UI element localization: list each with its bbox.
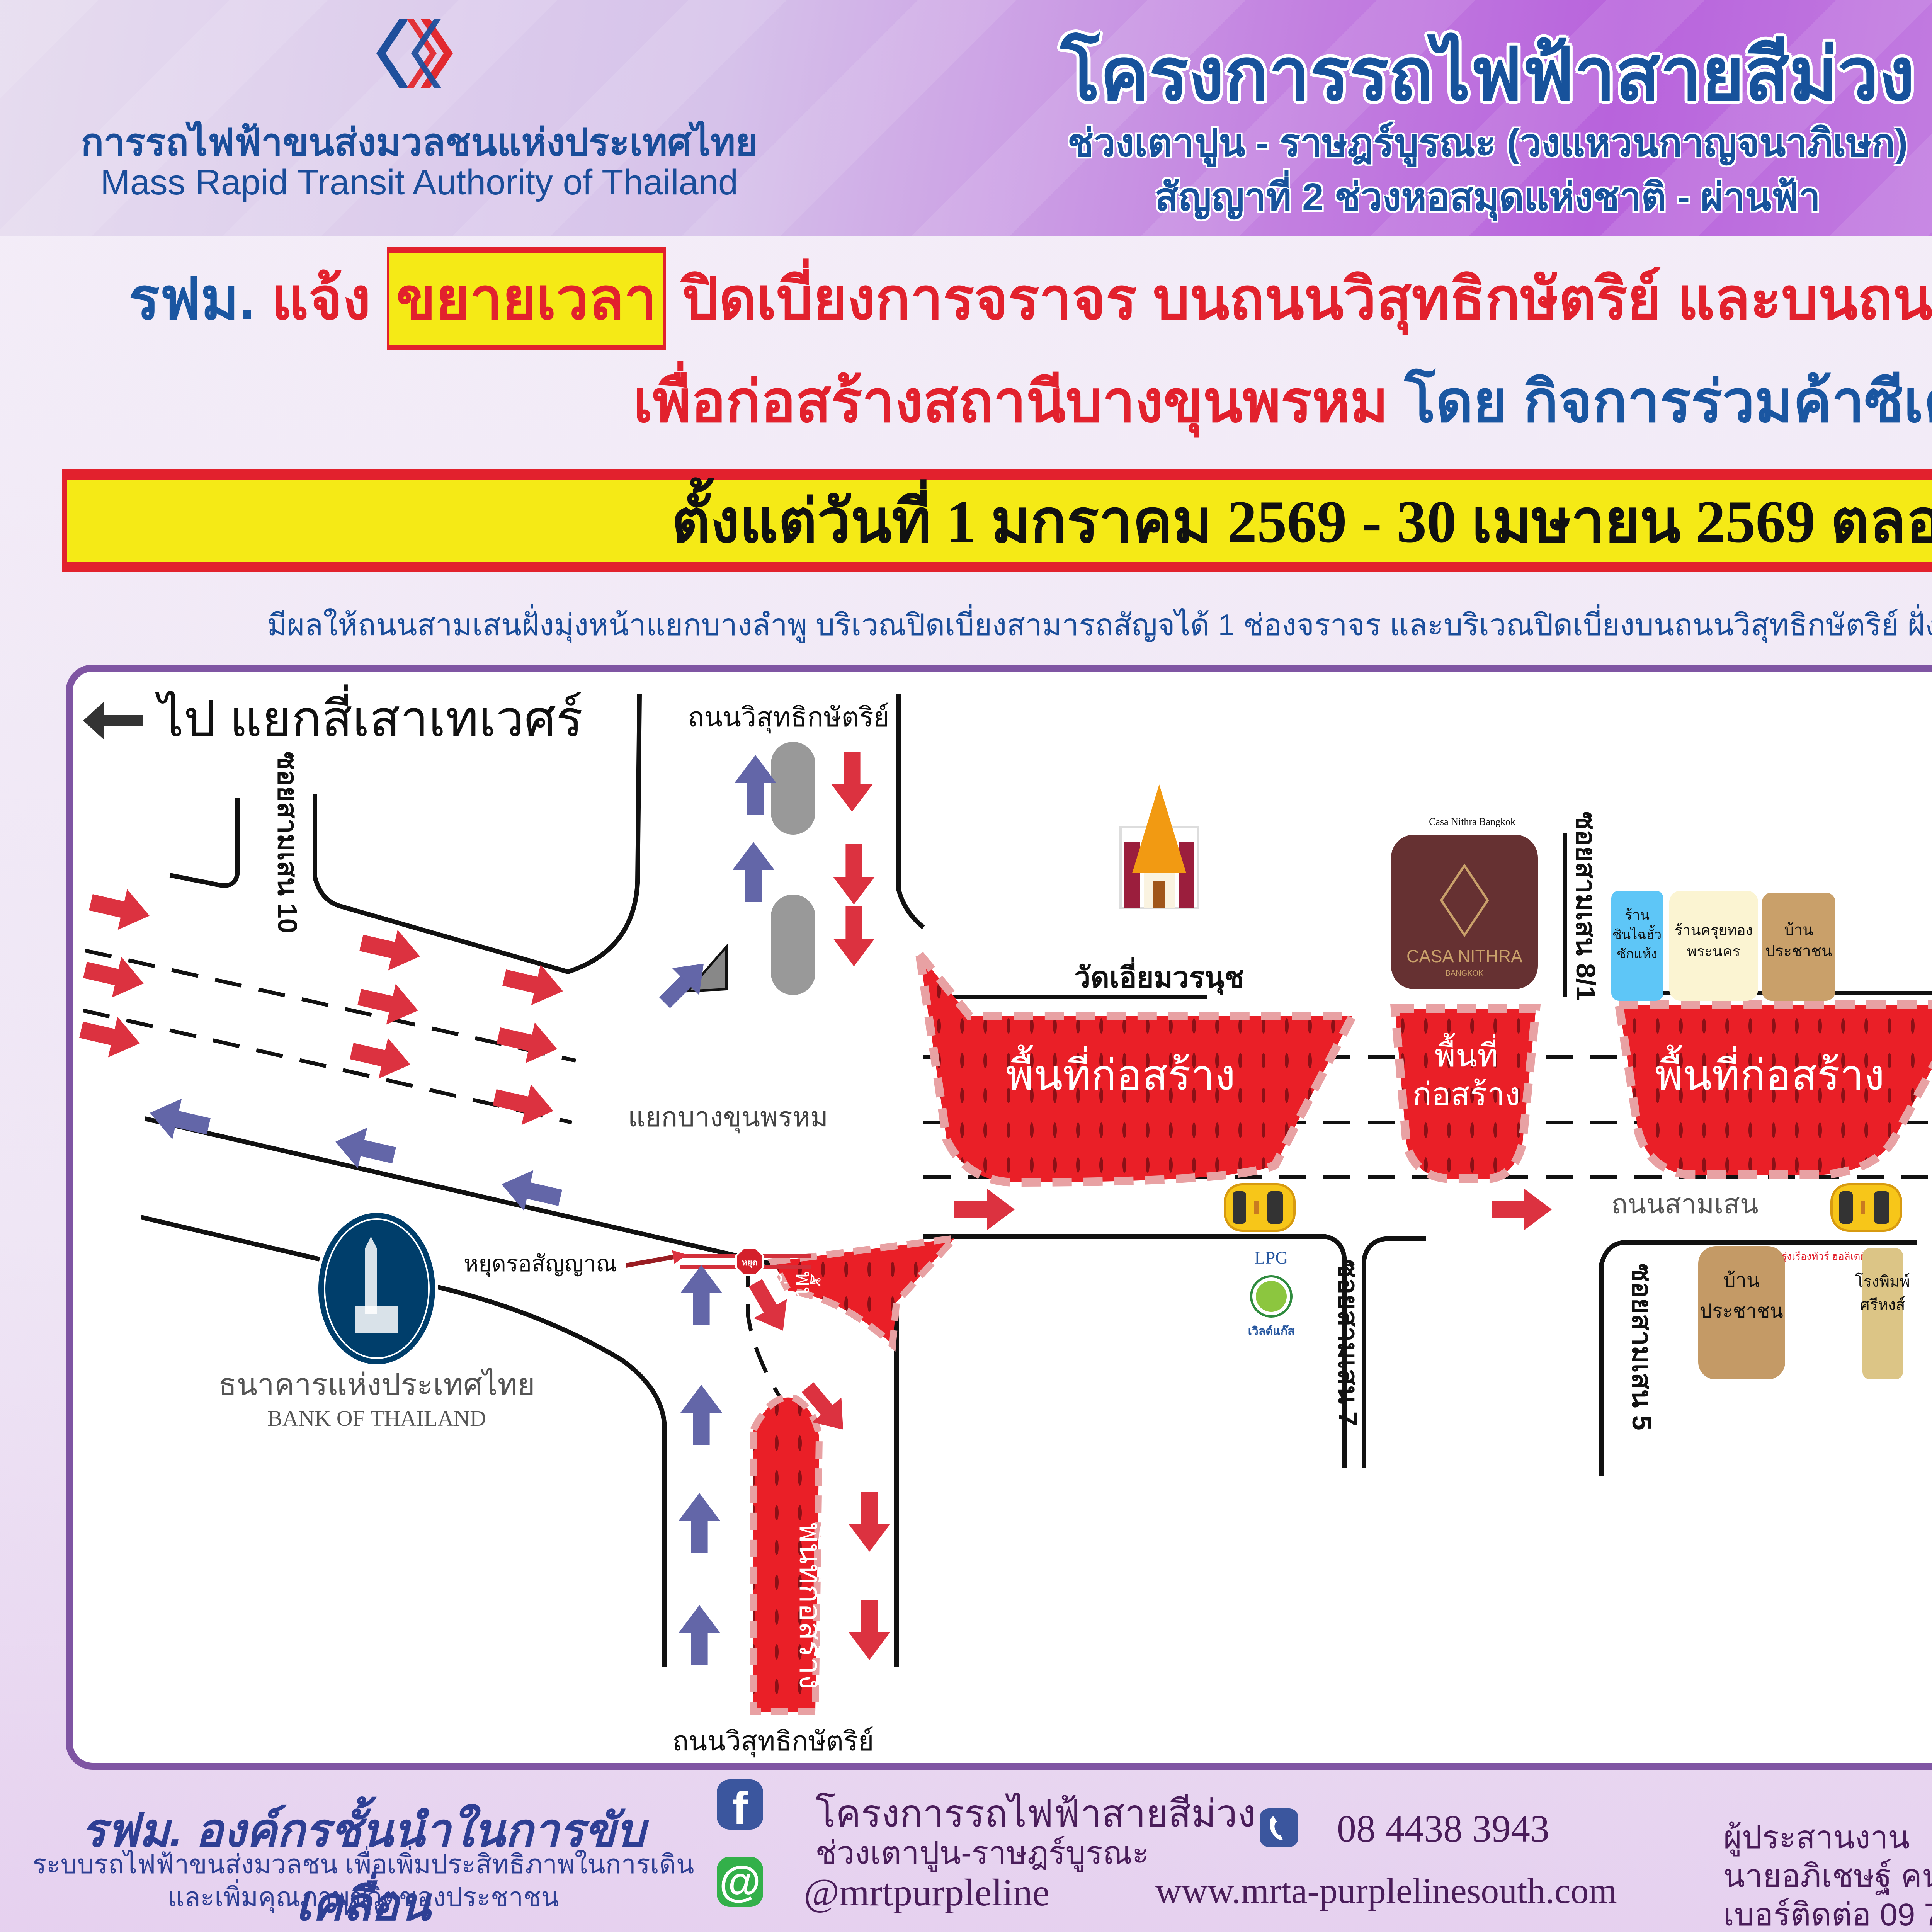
taxi-car-icon: [1225, 1184, 1294, 1231]
svg-text:ประชาชน: ประชาชน: [1765, 943, 1832, 960]
svg-text:หยุด: หยุด: [742, 1258, 758, 1268]
date-range-banner: ตั้งแต่วันที่ 1 มกราคม 2569 - 30 เมษายน …: [62, 469, 1932, 572]
headline-line-1: รฟม. แจ้ง ขยายเวลา ปิดเบี่ยงการจราจร บนถ…: [0, 247, 1932, 350]
hotel-sign: CASA NITHRA BANGKOK: [1391, 835, 1538, 989]
svg-text:ก่อสร้าง: ก่อสร้าง: [1412, 1077, 1520, 1112]
org-name-thai: การรถไฟฟ้าขนส่งมวลชนแห่งประเทศไทย: [81, 121, 758, 163]
svg-text:ซักแห้ง: ซักแห้ง: [1617, 947, 1658, 961]
svg-text:บ้าน: บ้าน: [1723, 1269, 1760, 1291]
svg-text:พื้นที่: พื้นที่: [1435, 1033, 1498, 1073]
road-edges: [140, 693, 1932, 1667]
facebook-icon[interactable]: f: [717, 1779, 763, 1834]
gas-station: LPG เวิลด์แก๊ส: [1248, 1248, 1295, 1338]
svg-text:บ้าน: บ้าน: [1784, 922, 1813, 939]
project-section: ช่วงเตาปูน - ราษฎร์บูรณะ (วงแหวนกาญจนาภิ…: [1067, 121, 1908, 165]
coordinator-label: ผู้ประสานงาน: [1723, 1820, 1910, 1855]
svg-text:ไป แยกสี่เสาเทเวศร์: ไป แยกสี่เสาเทเวศร์: [155, 684, 583, 747]
stop-sign-icon: [735, 1247, 764, 1276]
temple-icon: [1119, 784, 1199, 909]
headline-announce: แจ้ง: [271, 266, 371, 331]
project-title: โครงการรถไฟฟ้าสายสีม่วง: [1060, 34, 1915, 116]
hotline-number[interactable]: 08 4438 3943: [1337, 1807, 1549, 1850]
contract-label: สัญญาที่ 2 ช่วงหอสมุดแห่งชาติ - ผ่านฟ้า: [1155, 175, 1821, 219]
phone-icon: [1260, 1808, 1298, 1847]
org-name-english: Mass Rapid Transit Authority of Thailand: [100, 163, 738, 202]
svg-text:LPG: LPG: [1255, 1248, 1288, 1267]
svg-text:พื้นที่: พื้นที่: [791, 1271, 821, 1318]
stop-line: หยุด หยุดรอสัญญาณ: [464, 1247, 811, 1277]
extension-badge: ขยายเวลา: [387, 247, 666, 350]
line-official-icon[interactable]: @: [717, 1857, 763, 1907]
traffic-notice: มีผลให้ถนนสามเสนฝั่งมุ่งหน้าแยกบางลำพู บ…: [267, 608, 1932, 642]
svg-text:ร้านครุยทอง: ร้านครุยทอง: [1675, 922, 1753, 939]
svg-text:ประชาชน: ประชาชน: [1700, 1300, 1783, 1322]
svg-text:พื้นที่ก่อสร้าง: พื้นที่ก่อสร้าง: [1006, 1044, 1236, 1099]
facebook-page-name[interactable]: โครงการรถไฟฟ้าสายสีม่วง: [815, 1792, 1256, 1835]
headline-purpose: เพื่อก่อสร้างสถานีบางขุนพรหม: [633, 369, 1388, 434]
bank-of-thailand: ธนาคารแห่งประเทศไทย BANK OF THAILAND: [218, 1210, 535, 1431]
shop-red-label: รุ่งเรืองทัวร์ ฮอลิเดย์: [1781, 1250, 1866, 1262]
construction-zone-6: พื้นที่ก่อสร้าง: [750, 1394, 833, 1715]
construction-zone-1: พื้นที่ก่อสร้าง: [913, 940, 1360, 1187]
buildings-north-a: ร้าน ซินไฉฮั้ว ซักแห้ง ร้านครุยทอง พระนค…: [1611, 891, 1835, 1001]
svg-text:โรงพิมพ์: โรงพิมพ์: [1855, 1273, 1910, 1290]
svg-text:ธนาคารแห่งประเทศไทย: ธนาคารแห่งประเทศไทย: [218, 1367, 535, 1401]
buildings-south: บ้าน ประชาชน รุ่งเรืองทัวร์ ฮอลิเดย์ โรง…: [1698, 1246, 1910, 1379]
traffic-arrows-opposite: [145, 755, 776, 1665]
road-label-wisut-top: ถนนวิสุทธิกษัตริย์: [688, 702, 889, 734]
direction-left: ไป แยกสี่เสาเทเวศร์: [83, 684, 583, 747]
svg-text:ศรีหงส์: ศรีหงส์: [1860, 1296, 1905, 1313]
coordinator-name: นายอภิเชษฐ์ คนาวนิค: [1723, 1859, 1932, 1894]
svg-text:ซอยสามเสน 5: ซอยสามเสน 5: [1627, 1264, 1657, 1430]
svg-text:ซอยสามเสน 8/1: ซอยสามเสน 8/1: [1571, 811, 1601, 1001]
traffic-diagram: ไป แยกสี่เสาเทเวศร์ ไป แยกบางลำพู: [76, 684, 1932, 1758]
website-link[interactable]: www.mrta-purplelinesouth.com: [1155, 1871, 1617, 1911]
svg-text:พระนคร: พระนคร: [1687, 944, 1740, 960]
coordinator-phone[interactable]: เบอร์ติดต่อ 09 7918 8184: [1723, 1897, 1932, 1932]
construction-zone-3: พื้นที่ก่อสร้าง: [1614, 1000, 1932, 1179]
svg-text:หยุดรอสัญญาณ: หยุดรอสัญญาณ: [464, 1251, 617, 1277]
headline-line-2: เพื่อก่อสร้างสถานีบางขุนพรหม โดย กิจการร…: [0, 355, 1932, 447]
svg-text:CASA NITHRA: CASA NITHRA: [1406, 946, 1522, 966]
road-label-wisut-bottom: ถนนวิสุทธิกษัตริย์: [672, 1726, 874, 1758]
intersection-label: แยกบางขุนพรหม: [628, 1102, 828, 1134]
footer-slogan-sub-2: และเพิ่มคุณภาพชีวิตของประชาชน: [167, 1883, 559, 1912]
svg-text:BANK OF THAILAND: BANK OF THAILAND: [267, 1406, 486, 1431]
footer-slogan: รฟม. องค์กรชั้นนำในการขับเคลื่อน: [81, 1804, 645, 1930]
soi-labels: ซอยสามเสน 10 ซอยสามเสน 8/1 ซอยสามเสน 8 ซ…: [272, 752, 1657, 1430]
svg-text:BANGKOK: BANGKOK: [1446, 969, 1484, 978]
footer-slogan-sub-1: ระบบรถไฟฟ้าขนส่งมวลชน เพื่อเพิ่มประสิทธิ…: [32, 1850, 694, 1921]
svg-text:ซอยสามเสน 10: ซอยสามเสน 10: [272, 752, 303, 934]
svg-text:เวิลด์แก๊ส: เวิลด์แก๊ส: [1248, 1325, 1295, 1338]
road-label-samsen-1: ถนนสามเสน: [1611, 1189, 1759, 1219]
headline-prefix: รฟม.: [128, 266, 255, 331]
facebook-page-sub: ช่วงเตาปูน-ราษฎร์บูรณะ: [815, 1835, 1149, 1871]
hotel-emblem-icon: [1440, 863, 1489, 937]
headline-closure-text: ปิดเบี่ยงการจราจร บนถนนวิสุทธิกษัตริย์ แ…: [682, 266, 1932, 331]
header-background: [0, 0, 1932, 236]
svg-text:พื้นที่ก่อสร้าง: พื้นที่ก่อสร้าง: [793, 1522, 833, 1689]
median-island: [685, 742, 815, 995]
svg-text:พื้นที่ก่อสร้าง: พื้นที่ก่อสร้าง: [1655, 1044, 1885, 1099]
construction-zone-5: พื้นที่ ก่อสร้าง: [764, 1233, 964, 1352]
construction-zone-2: พื้นที่ ก่อสร้าง: [1390, 1004, 1541, 1183]
svg-text:ร้าน: ร้าน: [1625, 907, 1650, 923]
traffic-map: ไป แยกสี่เสาเทเวศร์ ไป แยกบางลำพู: [66, 665, 1932, 1770]
hotel-caption: Casa Nithra Bangkok: [1429, 816, 1515, 827]
svg-text:ซินไฉฮั้ว: ซินไฉฮั้ว: [1613, 925, 1662, 942]
headline-contractor: โดย กิจการร่วมค้าซีเคเอสที - พีแอล: [1404, 369, 1932, 434]
mrta-logo-icon: [376, 19, 453, 88]
taxi-car-icon: [1832, 1184, 1901, 1231]
date-range-text: ตั้งแต่วันที่ 1 มกราคม 2569 - 30 เมษายน …: [671, 488, 1932, 555]
line-id[interactable]: @mrtpurpleline: [804, 1871, 1050, 1914]
svg-text:ซอยสามเสน 7: ซอยสามเสน 7: [1333, 1260, 1363, 1427]
temple-label: วัดเอี่ยมวรนุช: [1074, 957, 1244, 995]
